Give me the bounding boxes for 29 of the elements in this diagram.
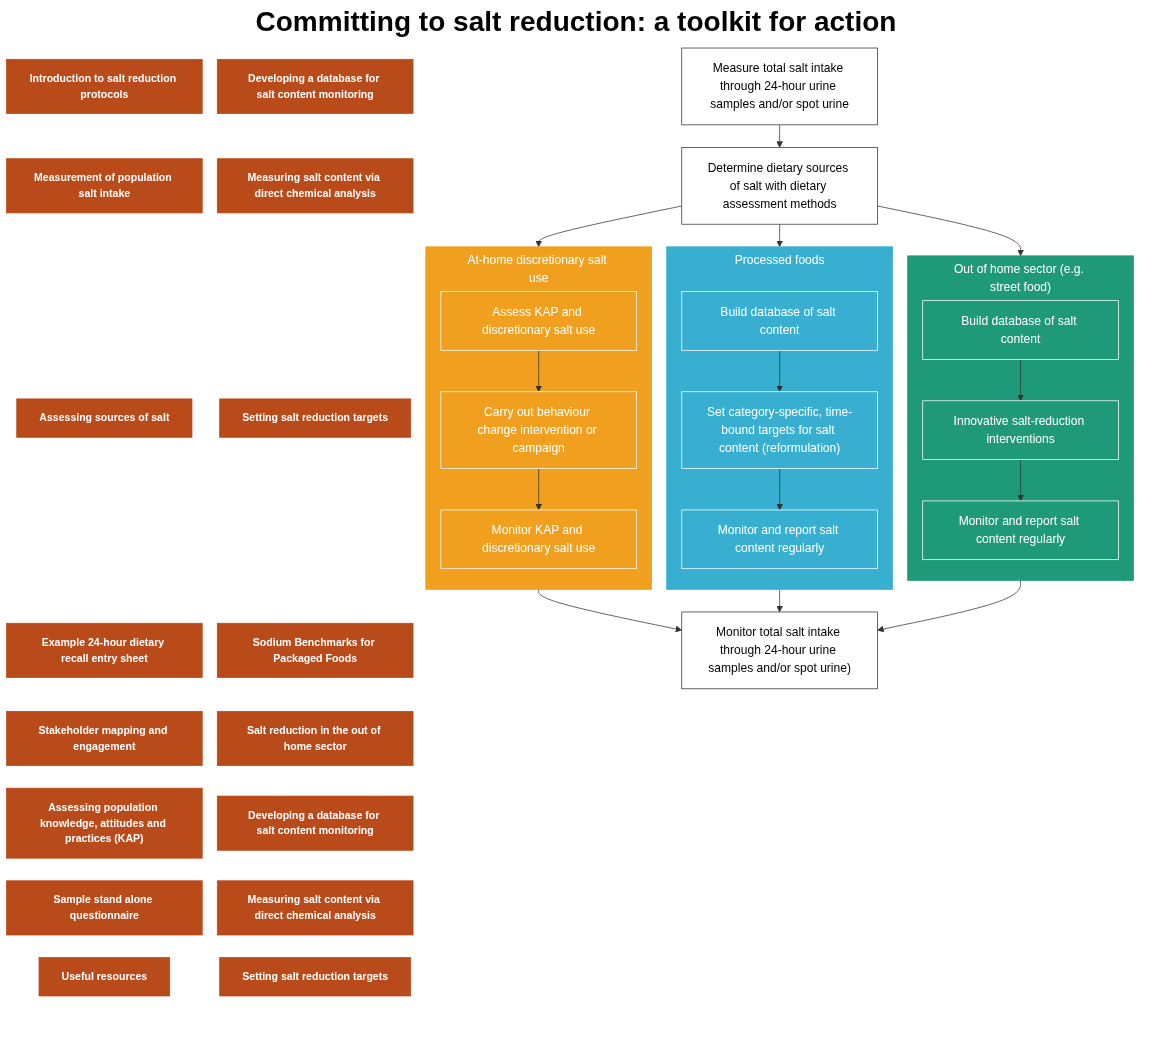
node-box: Assessing population knowledge, attitudes and practices (KAP) xyxy=(6,787,203,859)
node-box: Build database of salt content xyxy=(681,291,878,351)
node-box: Monitor KAP and discretionary salt use xyxy=(440,509,637,570)
node-box: Useful resources xyxy=(38,957,171,997)
node-box: Example 24-hour dietary recall entry sheet xyxy=(6,622,203,678)
node-box: Measure total salt intake through 24-hour urine samples and/or spot urine xyxy=(681,47,878,126)
node-box: Setting salt reduction targets xyxy=(219,398,412,438)
node-box: Monitor total salt intake through 24-hour urine samples and/or spot urine) xyxy=(681,611,878,690)
node-box: Monitor and report salt content regularly xyxy=(681,509,878,570)
node-box: Monitor and report salt content regularly xyxy=(922,500,1119,561)
node-box: Determine dietary sources of salt with dietary assessment methods xyxy=(681,147,878,225)
node-box: Carry out behaviour change intervention or campaign xyxy=(440,391,637,469)
node-box: Sodium Benchmarks for Packaged Foods xyxy=(216,622,414,678)
node-box: Set category-specific, time-bound targets for salt content (reformulation) xyxy=(681,391,878,469)
node-box: Assessing sources of salt xyxy=(16,398,193,438)
node-box: Build database of salt content xyxy=(922,300,1119,360)
node-box: Introduction to salt reduction protocols xyxy=(6,58,203,114)
node-box: Developing a database for salt content monitoring xyxy=(216,58,414,114)
node-box: Setting salt reduction targets xyxy=(219,957,412,997)
node-box: Salt reduction in the out of home sector xyxy=(216,711,414,766)
diagram-title: Committing to salt reduction: a toolkit for action xyxy=(254,6,898,38)
node-box: Stakeholder mapping and engagement xyxy=(6,711,203,766)
node-box: Measuring salt content via direct chemical analysis xyxy=(216,158,414,214)
node-box: Assess KAP and discretionary salt use xyxy=(440,291,637,351)
node-box: Developing a database for salt content monitoring xyxy=(216,795,414,851)
node-box: Measuring salt content via direct chemical analysis xyxy=(216,880,414,936)
node-box: Measurement of population salt intake xyxy=(6,158,203,214)
node-box: Sample stand alone questionnaire xyxy=(6,880,203,936)
node-box: Innovative salt-reduction interventions xyxy=(922,400,1119,460)
